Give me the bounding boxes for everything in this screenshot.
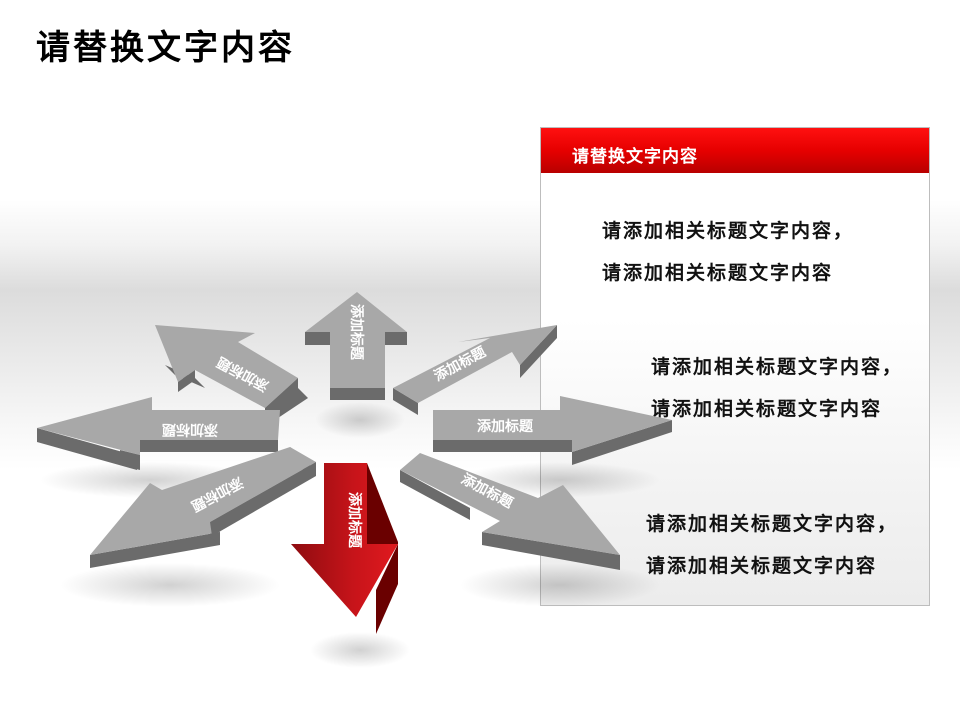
info-text-line: 请添加相关标题文字内容，	[602, 220, 855, 242]
info-text-line: 请添加相关标题文字内容	[646, 555, 878, 577]
info-text-line: 请添加相关标题文字内容，	[646, 513, 899, 535]
arrow-up[interactable]: 添加标题	[305, 292, 407, 400]
arrow-up-label: 添加标题	[348, 304, 365, 361]
arrow-down-highlighted[interactable]: 添加标题	[291, 463, 398, 634]
arrow-lower-left[interactable]: 添加标题	[90, 447, 316, 568]
arrow-upper-right[interactable]: 添加标题	[393, 325, 557, 415]
info-text-line: 请添加相关标题文字内容	[651, 398, 883, 420]
info-text-line: 请添加相关标题文字内容，	[651, 356, 904, 378]
info-box-header: 请替换文字内容	[541, 128, 929, 173]
arrow-right-label: 添加标题	[477, 418, 534, 435]
arrow-left-label: 添加标题	[161, 421, 218, 438]
info-text-line: 请添加相关标题文字内容	[602, 262, 834, 284]
info-box-title: 请替换文字内容	[572, 147, 698, 167]
page-title: 请替换文字内容	[36, 28, 295, 68]
arrow-right[interactable]: 添加标题	[433, 396, 672, 465]
arrow-down-label: 添加标题	[346, 492, 363, 549]
info-box: 请替换文字内容 请添加相关标题文字内容， 请添加相关标题文字内容 请添加相关标题…	[540, 127, 930, 606]
arrow-upper-left[interactable]: 添加标题	[155, 325, 308, 420]
arrow-left[interactable]: 添加标题	[37, 397, 280, 470]
